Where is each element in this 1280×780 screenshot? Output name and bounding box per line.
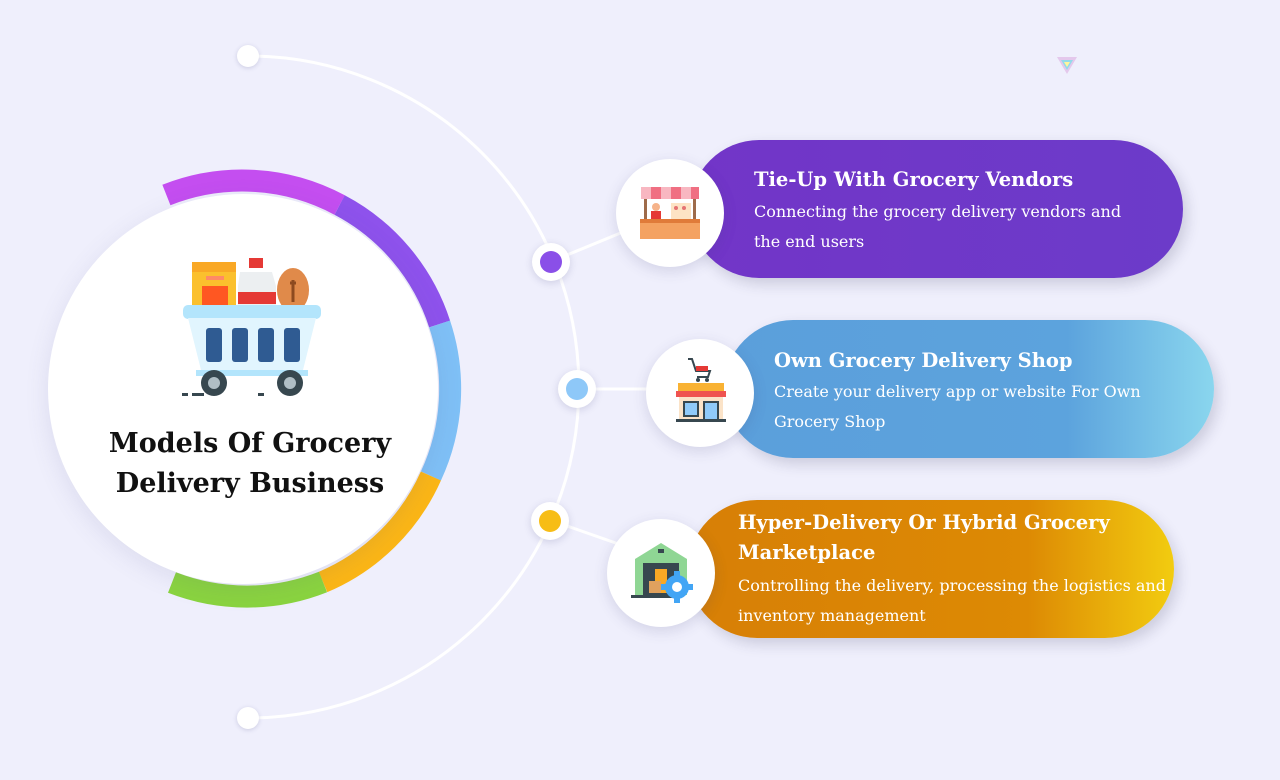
model-title-line-2: Marketplace: [738, 541, 876, 564]
arc-dot-1: [532, 243, 570, 281]
arc-dot-3: [531, 502, 569, 540]
arc-start-dot: [237, 45, 259, 67]
vendor-stall-icon: [616, 159, 724, 267]
ring-segment-violet: [334, 195, 451, 328]
model-card-vendor-tie-up: Tie-Up With Grocery Vendors Connecting t…: [690, 140, 1183, 278]
model-desc-line-1: Controlling the delivery, processing the…: [738, 576, 1166, 595]
model-title-line-1: Hyper-Delivery Or Hybrid Grocery: [738, 511, 1110, 534]
model-desc-line-2: Grocery Shop: [774, 412, 886, 431]
ring-segment-yellow: [318, 471, 441, 593]
warehouse-gear-icon: [607, 519, 715, 627]
ring-segment-light-blue: [420, 320, 462, 481]
arc-end-dot: [237, 707, 259, 729]
arc-dot-3-core: [539, 510, 561, 532]
main-title: Models Of Grocery Delivery Business: [85, 424, 415, 504]
model-desc-line-2: the end users: [754, 232, 865, 251]
arc-dot-2-core: [566, 378, 588, 400]
arc-dot-2: [558, 370, 596, 408]
brand-logo-icon: [1057, 57, 1077, 74]
model-desc-line-1: Create your delivery app or website For …: [774, 382, 1141, 401]
model-title: Tie-Up With Grocery Vendors: [754, 168, 1074, 191]
model-title: Own Grocery Delivery Shop: [774, 349, 1073, 372]
arc-dot-1-core: [540, 251, 562, 273]
model-card-hybrid-marketplace: Hyper-Delivery Or Hybrid Grocery Marketp…: [688, 500, 1174, 638]
shop-with-cart-icon: [646, 339, 754, 447]
model-card-own-shop: Own Grocery Delivery Shop Create your de…: [724, 320, 1214, 458]
ring-segment-purple: [162, 169, 345, 215]
main-circle: [48, 194, 438, 584]
main-title-line-1: Models Of Grocery: [108, 428, 392, 459]
ring-segment-green: [168, 571, 328, 608]
model-desc-line-2: inventory management: [738, 606, 926, 625]
main-title-line-2: Delivery Business: [115, 468, 385, 499]
model-desc-line-1: Connecting the grocery delivery vendors …: [754, 202, 1122, 221]
